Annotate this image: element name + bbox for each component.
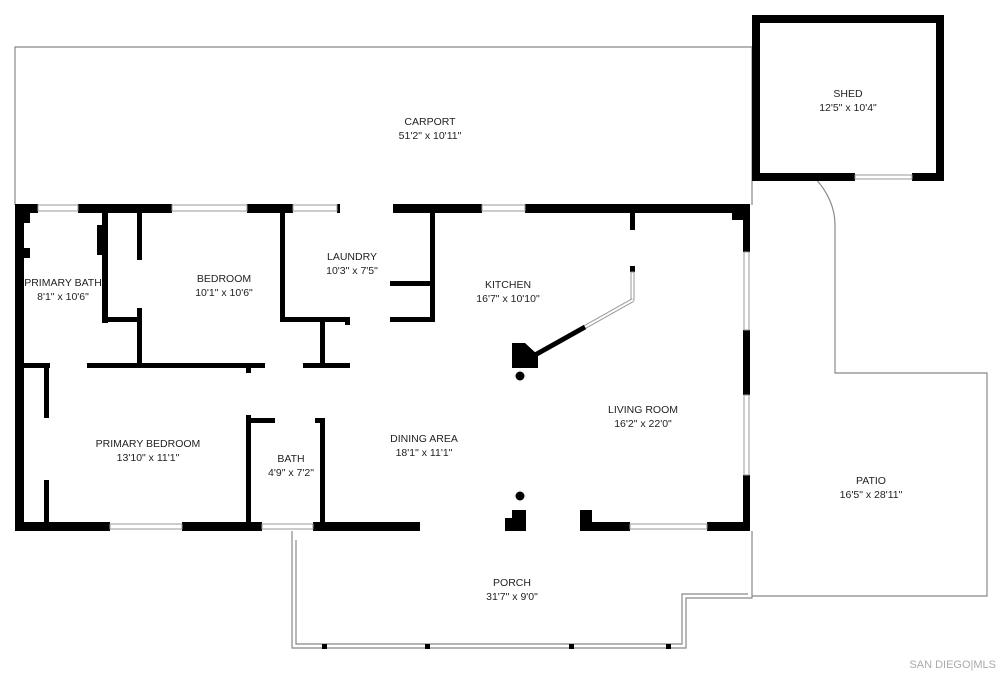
patio-outline: [752, 177, 988, 597]
room-bath: BATH 4'9" x 7'2": [268, 453, 314, 479]
room-patio: PATIO 16'5" x 28'11": [840, 475, 903, 501]
carport-outline: [14, 46, 753, 205]
room-bedroom: BEDROOM 10'1" x 10'6": [195, 273, 253, 299]
room-name: KITCHEN: [485, 279, 531, 291]
room-name: PATIO: [856, 475, 886, 487]
room-name: BATH: [277, 453, 304, 465]
room-size: 16'2" x 22'0": [614, 418, 672, 430]
room-name: BEDROOM: [197, 273, 251, 285]
windows: [37, 204, 750, 530]
room-carport: CARPORT 51'2" x 10'11": [399, 116, 462, 142]
shed-walls: [752, 15, 944, 181]
room-name: LAUNDRY: [327, 251, 377, 263]
room-name: PRIMARY BATH: [24, 277, 102, 289]
room-size: 16'5" x 28'11": [840, 489, 903, 501]
room-size: 31'7" x 9'0": [486, 591, 538, 603]
room-name: DINING AREA: [390, 433, 458, 445]
room-size: 8'1" x 10'6": [37, 291, 89, 303]
room-size: 16'7" x 10'10": [476, 293, 540, 305]
room-size: 10'3" x 7'5": [326, 265, 378, 277]
room-dining-area: DINING AREA 18'1" x 11'1": [390, 433, 458, 459]
room-living-room: LIVING ROOM 16'2" x 22'0": [608, 404, 678, 430]
room-primary-bedroom: PRIMARY BEDROOM 13'10" x 11'1": [96, 438, 201, 464]
room-primary-bath: PRIMARY BATH 8'1" x 10'6": [24, 277, 102, 303]
room-size: 13'10" x 11'1": [117, 452, 180, 464]
room-name: LIVING ROOM: [608, 404, 678, 416]
watermark: SAN DIEGO|MLS: [909, 659, 996, 671]
room-name: PORCH: [493, 577, 531, 589]
room-size: 12'5" x 10'4": [819, 102, 877, 114]
room-name: PRIMARY BEDROOM: [96, 438, 201, 450]
room-size: 18'1" x 11'1": [396, 447, 453, 459]
room-size: 10'1" x 10'6": [195, 287, 253, 299]
house-walls: [15, 204, 750, 531]
room-porch: PORCH 31'7" x 9'0": [486, 577, 538, 603]
porch-outline: [291, 531, 753, 649]
room-name: SHED: [833, 88, 863, 100]
room-kitchen: KITCHEN 16'7" x 10'10": [476, 279, 540, 305]
room-size: 4'9" x 7'2": [268, 467, 314, 479]
room-size: 51'2" x 10'11": [399, 130, 462, 142]
room-laundry: LAUNDRY 10'3" x 7'5": [326, 251, 378, 277]
room-shed: SHED 12'5" x 10'4": [819, 88, 877, 114]
room-name: CARPORT: [404, 116, 456, 128]
